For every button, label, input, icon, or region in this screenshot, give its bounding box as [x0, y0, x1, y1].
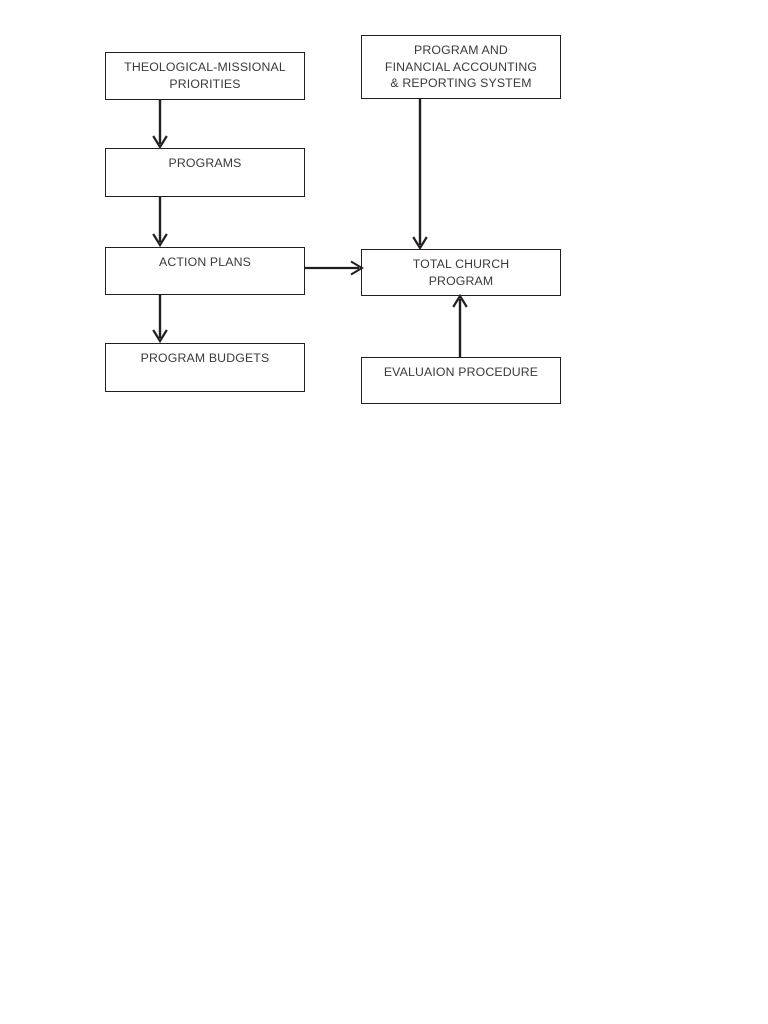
- node-program-and-financial-accounting-reporting-system: PROGRAM AND FINANCIAL ACCOUNTING & REPOR…: [361, 35, 561, 99]
- node-total-church-program: TOTAL CHURCH PROGRAM: [361, 249, 561, 296]
- node-theological-missional-priorities: THEOLOGICAL-MISSIONAL PRIORITIES: [105, 52, 305, 100]
- connector-evaluaion-to-total-church-program: [449, 293, 471, 358]
- connector-action-plans-to-program-budgets: [149, 294, 171, 344]
- node-program-budgets: PROGRAM BUDGETS: [105, 343, 305, 392]
- node-action-plans: ACTION PLANS: [105, 247, 305, 295]
- connector-action-plans-to-total-church-program: [304, 257, 364, 279]
- connector-accounting-to-total-church-program: [409, 98, 431, 251]
- connector-priorities-to-programs: [149, 99, 171, 150]
- node-evaluaion-procedure: EVALUAION PROCEDURE: [361, 357, 561, 404]
- node-programs: PROGRAMS: [105, 148, 305, 197]
- connector-programs-to-action-plans: [149, 196, 171, 248]
